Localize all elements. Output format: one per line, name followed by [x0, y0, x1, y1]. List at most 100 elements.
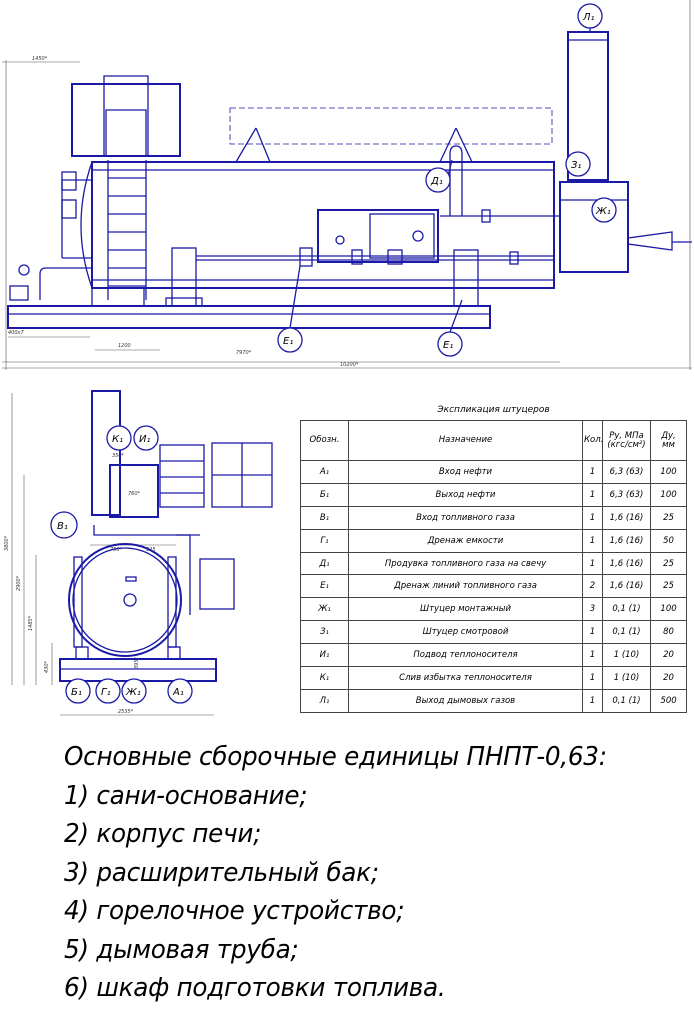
callout-A1: А₁	[167, 678, 193, 704]
assembly-units-notes: Основные сборочные единицы ПНПТ-0,63: 1)…	[64, 738, 674, 1008]
svg-text:А₁: А₁	[172, 687, 184, 698]
dashed-envelope	[229, 107, 553, 145]
header-pressure-bottom: (кгс/см²)	[607, 439, 646, 450]
side-piping	[73, 525, 235, 648]
cell-pressure: 0,1 (1)	[602, 620, 651, 645]
header-dn: Ду,мм	[649, 420, 688, 461]
cell-pressure: 1,6 (16)	[602, 551, 651, 576]
callout-L1: Л₁	[577, 3, 603, 32]
cell-dn: 20	[649, 666, 688, 690]
cell-code: Е₁	[300, 574, 349, 599]
callout-Zh1-side: Ж₁	[121, 678, 147, 704]
header-designation: Обозн.	[300, 420, 349, 461]
body-supports	[91, 247, 479, 307]
cell-pressure: 0,1 (1)	[602, 597, 651, 622]
inlet-flanges	[9, 171, 77, 301]
dim-1450: 1450*	[32, 56, 48, 62]
cell-code: В₁	[300, 505, 349, 530]
notes-item: 4) горелочное устройство;	[64, 896, 405, 926]
cell-purpose: Дренаж линий топливного газа	[348, 574, 583, 599]
expansion-tank	[71, 75, 181, 157]
cell-qty: 1	[582, 551, 603, 576]
dim-395: 395*	[134, 656, 140, 669]
cell-qty: 1	[582, 459, 603, 484]
pipeline-valves	[18, 209, 519, 276]
cell-dn: 50	[649, 528, 688, 553]
callout-G1: Г₁	[95, 678, 121, 704]
header-dn-top: Ду,	[661, 430, 676, 441]
dim-2535: 2535*	[118, 709, 134, 715]
chimney	[567, 31, 609, 181]
cell-pressure: 1,6 (16)	[602, 528, 651, 553]
svg-text:Е₁: Е₁	[283, 336, 293, 347]
lifting-slings	[235, 127, 473, 163]
front-dimension-lines	[2, 0, 692, 370]
svg-text:И₁: И₁	[139, 434, 151, 445]
cell-code: З₁	[300, 620, 349, 645]
fittings-spec-table: Экспликация штуцеров Обозн. Назначение К…	[300, 399, 688, 713]
svg-text:Б₁: Б₁	[71, 687, 82, 698]
svg-text:В₁: В₁	[57, 521, 68, 532]
notes-item: 2) корпус печи;	[64, 819, 262, 849]
cell-code: И₁	[300, 643, 349, 668]
notes-title: Основные сборочные единицы ПНПТ-0,63:	[64, 742, 607, 772]
ladder	[107, 160, 147, 300]
cell-code: Д₁	[300, 551, 349, 576]
cell-pressure: 0,1 (1)	[602, 689, 651, 713]
callout-Z1: З₁	[565, 151, 591, 177]
cell-qty: 1	[582, 620, 603, 645]
cell-qty: 3	[582, 597, 603, 622]
svg-text:Ж₁: Ж₁	[125, 687, 141, 698]
cell-code: Г₁	[300, 528, 349, 553]
cell-purpose: Дренаж емкости	[348, 528, 583, 553]
cell-code: Ж₁	[300, 597, 349, 622]
cell-code: К₁	[300, 666, 349, 690]
header-pressure: Ру, МПа(кгс/см²)	[602, 420, 651, 461]
cell-purpose: Выход нефти	[348, 482, 583, 507]
cell-qty: 1	[582, 643, 603, 668]
callout-K1: К₁	[106, 425, 132, 451]
front-view-drawing: 1450* 400x7 1200 7970* 10200*	[2, 0, 692, 370]
header-qty: Кол.	[582, 420, 603, 461]
notes-item: 1) сани-основание;	[64, 780, 308, 811]
furnace-body	[80, 161, 555, 289]
svg-text:Д₁: Д₁	[430, 176, 443, 187]
cell-pressure: 6,3 (63)	[602, 482, 651, 507]
skid-base	[7, 305, 491, 329]
cell-qty: 1	[582, 666, 603, 690]
callout-I1: И₁	[133, 425, 159, 451]
side-chimney	[91, 390, 121, 516]
dim-750: 750*	[110, 547, 123, 553]
cell-code: А₁	[300, 459, 349, 484]
svg-text:Л₁: Л₁	[582, 12, 595, 23]
svg-text:К₁: К₁	[112, 434, 123, 445]
dim-430: 430*	[44, 660, 50, 673]
cell-qty: 1	[582, 505, 603, 530]
cell-pressure: 6,3 (63)	[602, 459, 651, 484]
cell-code: Б₁	[300, 482, 349, 507]
svg-text:З₁: З₁	[571, 160, 581, 171]
cell-dn: 25	[649, 574, 688, 599]
dim-760: 760*	[128, 491, 141, 497]
callout-E1-right: Е₁	[437, 299, 463, 357]
burner-housing	[559, 181, 692, 273]
cell-purpose: Вход нефти	[348, 459, 583, 484]
notes-list: 1) сани-основание;2) корпус печи;3) расш…	[64, 777, 674, 1008]
dim-7970: 7970*	[236, 350, 252, 356]
dim-3800: 3800*	[4, 535, 10, 551]
cell-dn: 100	[649, 482, 688, 507]
svg-text:Г₁: Г₁	[101, 687, 111, 698]
cell-dn: 100	[649, 459, 688, 484]
